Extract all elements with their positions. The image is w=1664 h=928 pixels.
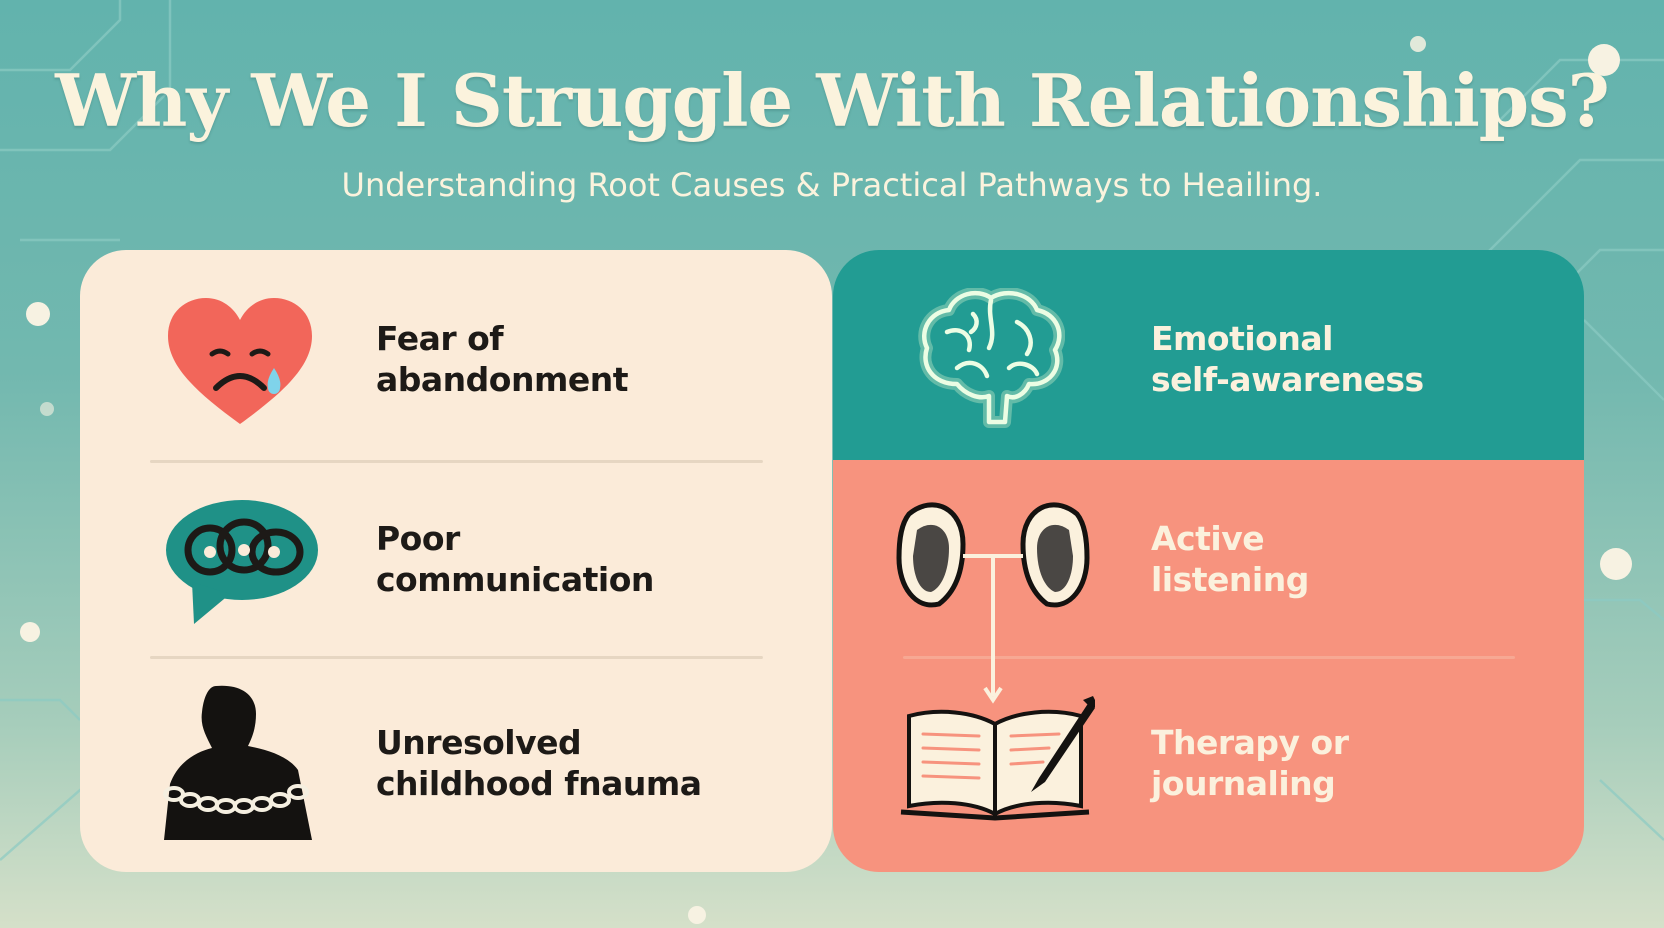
- root-causes-panel: Fear of abandonment Poor communication: [80, 250, 832, 872]
- ears-icon: [896, 502, 1090, 704]
- crying-heart-icon: [168, 298, 312, 424]
- decorative-dot: [40, 402, 54, 416]
- cause-label-unresolved-childhood-trauma: Unresolved childhood fnauma: [376, 723, 702, 803]
- chained-person-icon: [163, 685, 312, 840]
- decorative-dot: [688, 906, 706, 924]
- tangled-speech-bubble-icon: [166, 500, 318, 624]
- decorative-dot: [26, 302, 50, 326]
- pathway-label-active-listening: Active listening: [1151, 519, 1309, 599]
- divider: [903, 656, 1515, 659]
- page-subtitle: Understanding Root Causes & Practical Pa…: [341, 166, 1323, 204]
- decorative-dot: [20, 622, 40, 642]
- divider: [150, 656, 763, 659]
- healing-pathways-panel: Emotional self-awareness Active listenin…: [833, 250, 1584, 872]
- pathway-label-emotional-self-awareness: Emotional self-awareness: [1151, 319, 1424, 399]
- decorative-dot: [1588, 44, 1620, 76]
- pathway-label-therapy-or-journaling: Therapy or journaling: [1151, 723, 1349, 803]
- cause-label-fear-of-abandonment: Fear of abandonment: [376, 319, 628, 399]
- divider: [150, 460, 763, 463]
- page-title: Why We I Struggle With Relationships?: [55, 58, 1610, 143]
- pathway-section-top: [833, 250, 1584, 460]
- glowing-brain-icon: [918, 288, 1065, 428]
- decorative-dot: [1600, 548, 1632, 580]
- decorative-dot: [1410, 36, 1426, 52]
- cause-label-poor-communication: Poor communication: [376, 519, 654, 599]
- book-and-pen-icon: [900, 696, 1095, 821]
